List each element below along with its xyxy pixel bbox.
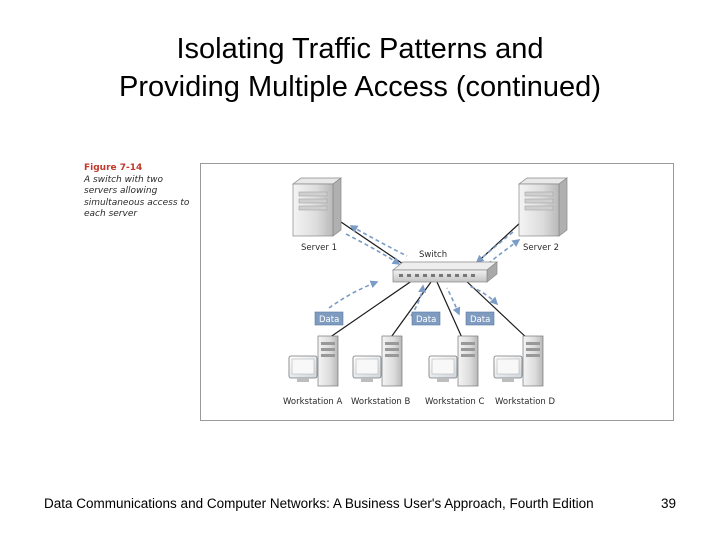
page-number: 39 (660, 496, 676, 511)
traffic-arrow (345, 233, 401, 265)
workstation-b-label: Workstation B (351, 397, 410, 407)
server-2: Server 2 (517, 177, 569, 253)
workstation-d-label: Workstation D (495, 397, 555, 407)
slide-title-line-1: Isolating Traffic Patterns and (176, 33, 544, 65)
data-tag-1-label: Data (319, 315, 339, 325)
server-2-label: Server 2 (523, 243, 559, 253)
switch-label: Switch (419, 250, 447, 260)
link-server1-switch (340, 221, 410, 269)
workstation-a: Workstation A (283, 335, 342, 407)
data-tag-2: Data (411, 311, 441, 326)
data-tag-1: Data (314, 311, 344, 326)
traffic-arrow (349, 225, 408, 257)
link-switch-workstation-a (325, 277, 417, 341)
link-switch-workstation-b (388, 281, 432, 341)
figure-caption-text: A switch with two servers allowing simul… (84, 174, 190, 220)
server-1: Server 1 (291, 177, 343, 253)
footer-text: Data Communications and Computer Network… (44, 496, 594, 511)
network-diagram-svg: Server 1 Server 2 Switch (283, 177, 569, 407)
workstation-d: Workstation D (493, 335, 555, 407)
data-tag-3-label: Data (470, 315, 490, 325)
traffic-arrow (446, 287, 461, 316)
slide-title-line-2: Providing Multiple Access (continued) (119, 71, 601, 103)
workstation-c: Workstation C (425, 335, 484, 407)
traffic-arrow (475, 231, 514, 264)
workstation-a-label: Workstation A (283, 397, 342, 407)
traffic-arrows (328, 225, 521, 317)
data-tag-3: Data (465, 311, 495, 326)
workstation-c-label: Workstation C (425, 397, 484, 407)
switch: Switch (392, 250, 498, 283)
figure-caption: Figure 7-14 A switch with two servers al… (84, 163, 194, 221)
data-tag-2-label: Data (416, 315, 436, 325)
workstation-b: Workstation B (351, 335, 410, 407)
traffic-arrow (328, 280, 379, 309)
slide-title: Isolating Traffic Patterns and Providing… (0, 30, 720, 106)
server-1-label: Server 1 (301, 243, 337, 253)
traffic-arrow (468, 285, 499, 306)
network-diagram: Server 1 Server 2 Switch (200, 163, 674, 421)
figure-number: Figure 7-14 (84, 163, 143, 173)
link-switch-workstation-c (436, 281, 464, 341)
